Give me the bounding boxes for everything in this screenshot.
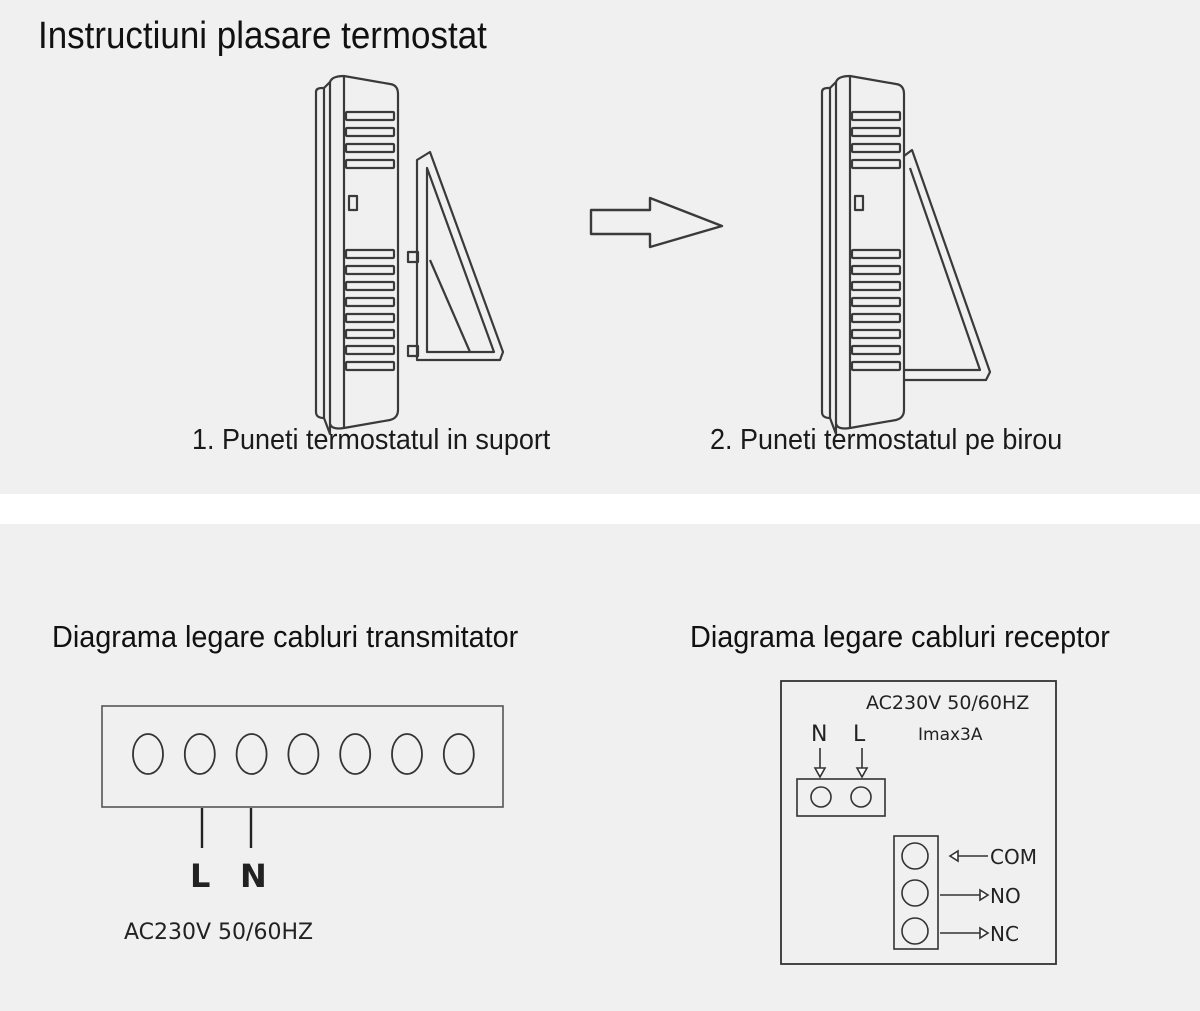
arrow-right-icon (589, 196, 724, 249)
stand-attached (903, 148, 992, 382)
transmitter-terminal (442, 733, 475, 775)
terminal-n (810, 786, 832, 808)
transmitter-supply: AC230V 50/60HZ (124, 920, 313, 945)
placement-title: Instructiuni plasare termostat (38, 15, 487, 57)
arrow-right-icon-no (940, 888, 990, 902)
placement-panel: Instructiuni plasare termostat (0, 0, 1200, 494)
relay-terminal-block (893, 835, 939, 950)
arrow-right-icon-nc (940, 926, 990, 940)
receiver-label-no: NO (990, 884, 1021, 908)
receiver-current: Imax3A (918, 725, 983, 745)
terminal-no (901, 879, 929, 907)
arrow-left-icon-com (948, 849, 988, 863)
transmitter-terminal (235, 733, 268, 775)
receiver-label-n: N (811, 722, 827, 747)
arrow-down-icon-l (855, 748, 869, 779)
receiver-label-l: L (853, 722, 866, 747)
wiring-diagrams: L N AC230V 50/60HZ AC230V 50/60HZ Imax3A… (101, 680, 1057, 965)
placement-illustration (314, 74, 992, 436)
step-2-caption: 2. Puneti termostatul pe birou (710, 424, 1063, 456)
transmitter-terminal (287, 733, 320, 775)
transmitter-title: Diagrama legare cabluri transmitator (52, 619, 519, 654)
wiring-panel: Diagrama legare cabluri transmitator Dia… (0, 524, 1200, 1011)
terminal-nc (901, 917, 929, 945)
receiver-supply: AC230V 50/60HZ (866, 692, 1029, 714)
arrow-down-icon-n (813, 748, 827, 779)
transmitter-terminal (391, 733, 423, 775)
stand-detached (406, 150, 505, 362)
receiver-box (780, 680, 1057, 965)
thermostat-side-view-2 (820, 74, 906, 436)
step-1-caption: 1. Puneti termostatul in suport (192, 424, 551, 456)
transmitter-terminal-block (101, 705, 504, 808)
receiver-diagram: AC230V 50/60HZ Imax3A N L (780, 680, 1057, 965)
terminal-com (901, 842, 929, 870)
receiver-title: Diagrama legare cabluri receptor (690, 619, 1110, 654)
receiver-label-nc: NC (990, 922, 1019, 946)
receiver-label-com: COM (990, 845, 1037, 869)
power-terminal-block (796, 778, 886, 817)
transmitter-diagram: L N AC230V 50/60HZ (101, 705, 504, 945)
transmitter-label-n: N (240, 857, 267, 895)
transmitter-terminal (339, 733, 372, 775)
transmitter-terminal (132, 733, 164, 775)
thermostat-side-view-1 (314, 74, 400, 436)
transmitter-label-l: L (190, 857, 210, 895)
terminal-l (850, 786, 872, 808)
transmitter-terminal (183, 733, 216, 775)
